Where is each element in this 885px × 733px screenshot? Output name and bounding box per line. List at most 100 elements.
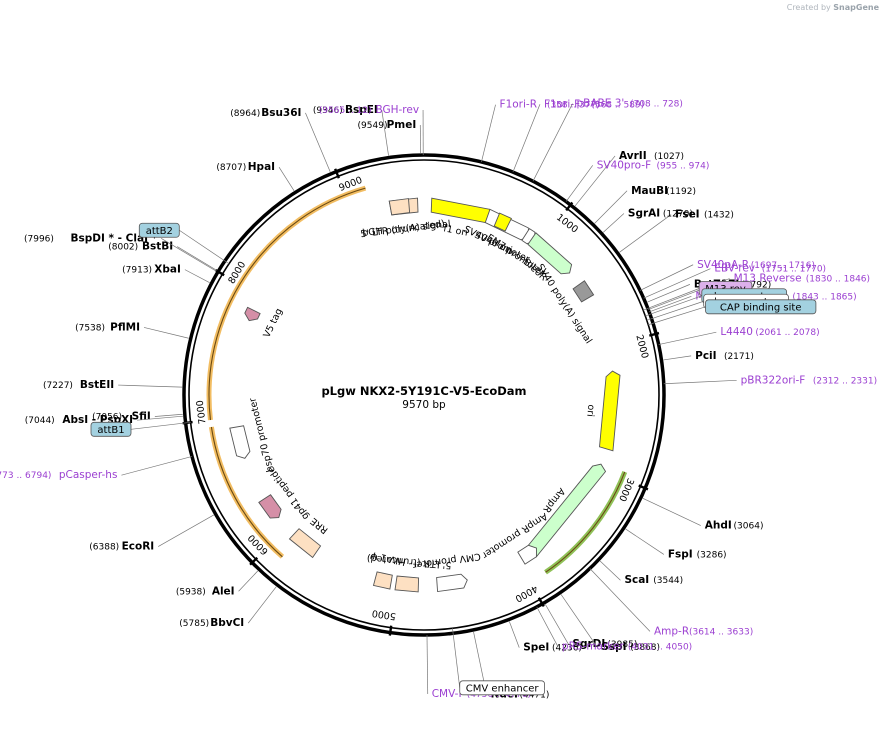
site-name: SgrAI [628, 208, 660, 220]
leader-line [278, 167, 295, 192]
green-arc-right-core [545, 471, 626, 573]
site-position: (6773 .. 6794) [0, 471, 51, 481]
site-position: (358 .. 377) [547, 101, 600, 111]
boxed-feature-label: attB2 [146, 226, 173, 237]
orange-arc-bottom-core [210, 426, 283, 558]
site-position: (9549) [358, 121, 388, 131]
position-tick [565, 201, 574, 212]
site-label-group: ScaI (3544) [624, 574, 683, 586]
leader-line [663, 379, 737, 385]
leader-line [625, 528, 665, 555]
leader-line [574, 155, 616, 207]
site-position: (3544) [653, 576, 683, 586]
leader-line [158, 514, 214, 547]
leader-line [452, 628, 461, 688]
site-label-group: BGH-rev(9565 .. 12) [319, 104, 419, 116]
site-name: XbaI [154, 264, 181, 276]
site-label-group: F1ori-R(358 .. 377) [500, 99, 600, 111]
leader-line [536, 606, 559, 647]
site-name: pRS-marker [562, 641, 625, 653]
leader-line [602, 213, 625, 233]
site-name: Bsu36I [261, 107, 301, 119]
site-position: (1432) [704, 211, 734, 221]
leader-line [143, 327, 189, 339]
feature-label: ori [584, 404, 596, 417]
feature-rre [288, 528, 322, 559]
feature-v5-tag [244, 306, 261, 322]
feature-label: 5' LTR (truncated) [360, 218, 446, 240]
site-name: F1ori-F [544, 98, 580, 110]
site-position: (955 .. 974) [657, 161, 710, 171]
site-name: MauBI [631, 185, 668, 197]
site-position: (7227) [43, 381, 73, 391]
site-label-group: Amp-R(3614 .. 3633) [654, 625, 753, 637]
site-position: (1192) [666, 187, 696, 197]
site-position: (3614 .. 3633) [689, 627, 753, 637]
site-label-group: F1ori-F (568 .. 589) [544, 98, 644, 110]
site-label-group: PciI(2171) [695, 350, 754, 362]
leader-line [247, 586, 277, 624]
credit-prefix: Created by [786, 3, 831, 12]
site-label-group: SspI(3868) [601, 641, 660, 653]
boxed-feature-label: CAP binding site [720, 302, 802, 313]
site-position: (3985) [607, 640, 637, 650]
site-name: HpaI [248, 161, 275, 173]
backbone-outer-strand [182, 153, 666, 637]
leader-line [305, 112, 331, 173]
site-label-group: PflMI(7538) [75, 321, 140, 333]
feature-sv40-ori [493, 212, 512, 232]
leader-line [649, 295, 692, 313]
site-name: AleI [212, 585, 235, 597]
site-label-group: EBV-rev(1751 .. 1770) [714, 263, 826, 275]
feature-label: SV40 poly(A) signal [534, 262, 594, 346]
site-position: (1792) [741, 280, 771, 290]
site-name: pCasper-hs [59, 469, 118, 481]
site-label-group: BstEII(7227) [43, 379, 114, 391]
position-tick [638, 484, 649, 491]
site-position: (568 .. 589) [591, 100, 644, 110]
site-name: SspI [601, 641, 626, 653]
site-label-group: BspEI(9346) [313, 104, 378, 116]
site-position: (7538) [75, 323, 105, 333]
site-position: (4236) [552, 644, 582, 654]
site-name: SV40pro-F [597, 159, 651, 171]
site-label-group: MauBI(1192) [631, 185, 696, 197]
boxed-feature-label: CMV enhancer [466, 683, 540, 694]
feature-sv40-poly-a-signal [572, 280, 595, 303]
site-position: (7913) [122, 266, 152, 276]
leader-line [643, 288, 700, 311]
site-name: ScaI [624, 574, 649, 586]
feature-5-ltr-truncated [394, 575, 420, 593]
site-position: (5785) [179, 619, 209, 629]
site-position: (8707) [216, 163, 246, 173]
leader-line [589, 568, 651, 632]
leader-line [658, 331, 717, 345]
leader-line [643, 268, 711, 299]
site-name: BspEI [345, 104, 378, 116]
leader-line [381, 110, 389, 156]
tick-label: 2000 [633, 334, 650, 360]
feature-label: hsp70 promoter [247, 397, 276, 474]
site-position: (8002) [108, 243, 138, 253]
position-tick [249, 556, 259, 566]
feature-5-ltr-truncated [388, 198, 411, 216]
map-center-title: pLgw NKX2-5Y191C-V5-EcoDam 9570 bp [321, 384, 526, 411]
leader-line [481, 104, 496, 163]
site-position: (1697 .. 1716) [751, 261, 815, 271]
leader-line [648, 306, 706, 326]
boxed-feature-tag [459, 680, 545, 696]
backbone-inner-strand [188, 159, 660, 631]
boxed-feature-tag [90, 421, 132, 437]
leader-line [646, 300, 704, 321]
leader-line [154, 413, 183, 417]
site-label-group: PmeI(9549) [358, 119, 417, 131]
site-position: (1751 .. 1770) [762, 265, 826, 275]
site-label-group: HpaI(8707) [216, 161, 275, 173]
site-name: FseI [675, 209, 699, 221]
leader-line [184, 269, 210, 283]
site-name: Amp-R [654, 625, 689, 637]
site-position: (4031 .. 4050) [628, 643, 692, 653]
plasmid-name: pLgw NKX2-5Y191C-V5-EcoDam [321, 384, 526, 398]
